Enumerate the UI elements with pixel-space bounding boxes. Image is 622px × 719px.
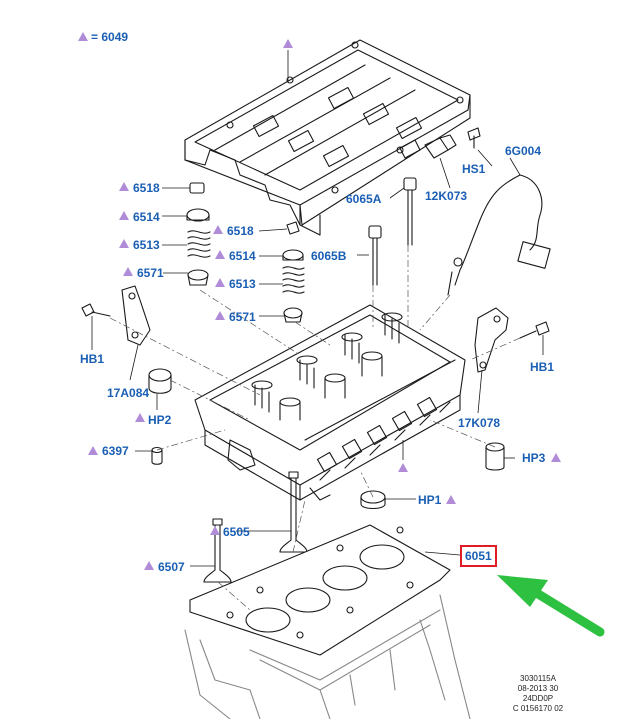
bolt-hs1: [467, 127, 481, 149]
label-17k078: 17K078: [458, 416, 501, 430]
sensor-12k073: [424, 134, 457, 159]
label-6065b: 6065B: [311, 249, 347, 263]
pin-6397: [151, 446, 163, 465]
marker-triangle-icon: [119, 239, 129, 248]
label-6514-left: 6514: [133, 210, 160, 224]
label-6505: 6505: [223, 525, 250, 539]
head-gasket-6051: [189, 524, 451, 656]
bolt-6065b: [368, 225, 382, 286]
marker-triangle-icon: [446, 495, 456, 504]
leader-lines: [91, 50, 544, 567]
bolt-hb1-left: [81, 303, 111, 317]
label-6571-right: 6571: [229, 310, 256, 324]
marker-triangle-icon: [123, 267, 133, 276]
reference-line-1: 3030115A: [520, 674, 556, 683]
plug-hp2: [148, 368, 172, 394]
legend-text: = 6049: [91, 30, 129, 44]
cylinder-head: [194, 304, 466, 501]
valve-6505: [279, 471, 308, 553]
label-12k073: 12K073: [425, 189, 468, 203]
label-hs1: HS1: [462, 162, 486, 176]
legend-triangle-icon: [78, 32, 88, 41]
marker-triangle-icon: [144, 561, 154, 570]
camshaft-carrier: [184, 39, 471, 236]
plug-hp3: [485, 442, 505, 471]
label-6518-left: 6518: [133, 181, 160, 195]
reference-line-2: 08-2013 30: [517, 684, 559, 693]
marker-triangle-icon: [215, 278, 225, 287]
plug-hp1: [360, 490, 386, 510]
label-17a084: 17A084: [107, 386, 150, 400]
label-6513-right: 6513: [229, 277, 256, 291]
marker-triangle-icon: [135, 413, 145, 422]
label-6g004: 6G004: [505, 144, 542, 158]
marker-triangle-icon: [119, 211, 129, 220]
label-6513-left: 6513: [133, 238, 160, 252]
marker-triangle-icon: [210, 526, 220, 535]
bolt-6065a: [403, 177, 417, 246]
label-hp2: HP2: [148, 413, 172, 427]
label-6518-right: 6518: [227, 224, 254, 238]
label-6514-right: 6514: [229, 249, 256, 263]
marker-triangle-icon: [551, 453, 561, 462]
label-6507: 6507: [158, 560, 185, 574]
valve-stack-left: [186, 182, 211, 286]
marker-triangle-icon: [283, 39, 293, 48]
label-hp1: HP1: [418, 493, 442, 507]
valve-stack-right: [282, 221, 305, 323]
label-hb1-right: HB1: [530, 360, 555, 374]
marker-triangle-icon: [213, 225, 223, 234]
marker-triangle-icon: [398, 463, 408, 472]
pointer-arrow: [497, 575, 605, 637]
label-hb1-left: HB1: [80, 352, 105, 366]
bolt-hb1-right: [519, 321, 550, 339]
bracket-17a084: [121, 285, 151, 346]
marker-triangle-icon: [215, 250, 225, 259]
label-hp3: HP3: [522, 451, 546, 465]
marker-triangle-icon: [88, 446, 98, 455]
reference-code: 3030115A 08-2013 30 24DD0P C 0156170 02: [503, 674, 573, 714]
alignment-lines: [109, 245, 521, 611]
bracket-17k078: [474, 307, 509, 373]
harness-6g004: [447, 174, 551, 296]
label-6051-highlighted: 6051: [460, 545, 497, 567]
label-6571-left: 6571: [137, 266, 164, 280]
marker-triangle-icon: [215, 311, 225, 320]
reference-line-3: 24DD0P: [522, 694, 554, 703]
label-6397: 6397: [102, 444, 129, 458]
installed-valve-springs: [251, 312, 403, 421]
label-6065a: 6065A: [346, 192, 382, 206]
marker-triangle-icon: [119, 182, 129, 191]
engine-block: [184, 594, 471, 719]
reference-line-4: C 0156170 02: [512, 704, 564, 713]
